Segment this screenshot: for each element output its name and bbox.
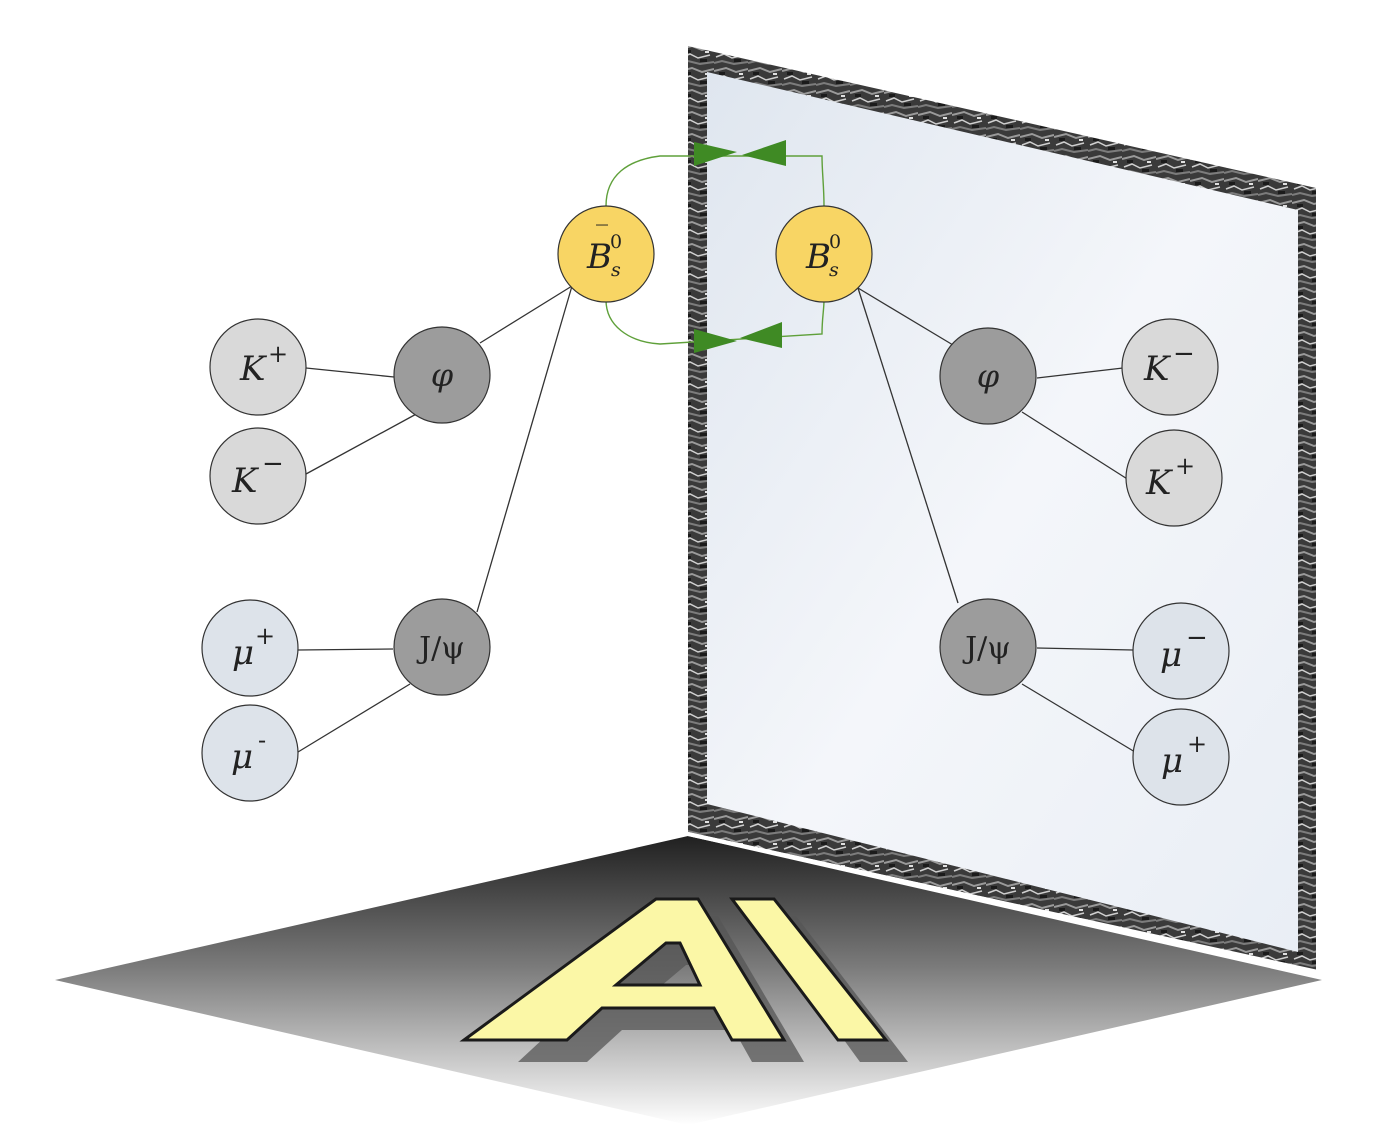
mirror-bottom-edge — [687, 832, 1319, 974]
svg-text:J/ψ: J/ψ — [416, 631, 465, 666]
right-kaon-minus-node: K − — [1121, 318, 1219, 416]
svg-text:μ: μ — [1161, 741, 1183, 781]
right-jpsi-node: J/ψ — [939, 598, 1037, 696]
svg-text:−: − — [1186, 623, 1208, 653]
svg-text:B: B — [586, 237, 612, 277]
svg-text:K: K — [1145, 463, 1174, 503]
svg-text:K: K — [239, 349, 268, 389]
svg-text:μ: μ — [232, 633, 254, 673]
floor-plane — [55, 836, 1322, 1125]
mirror-glass — [707, 72, 1298, 952]
right-kaon-plus-node: K + — [1125, 429, 1223, 527]
left-kaon-minus-node: K − — [209, 427, 307, 525]
svg-text:K: K — [1143, 349, 1172, 389]
svg-text:s: s — [611, 259, 621, 281]
left-muon-plus-node: μ + — [201, 599, 299, 697]
svg-text:φ: φ — [431, 356, 454, 394]
left-muon-minus-node: μ - — [201, 704, 299, 802]
svg-text:B: B — [805, 237, 831, 277]
svg-text:0: 0 — [610, 231, 622, 253]
svg-text:+: + — [268, 340, 288, 368]
left-jpsi-node: J/ψ — [393, 598, 491, 696]
svg-text:J/ψ: J/ψ — [962, 631, 1011, 666]
left-kaon-plus-node: K + — [209, 318, 307, 416]
svg-text:+: + — [1187, 730, 1207, 758]
svg-text:+: + — [255, 622, 275, 650]
svg-text:φ: φ — [977, 357, 1000, 395]
oscillation-arrow-icon — [694, 329, 737, 353]
svg-text:μ: μ — [231, 737, 253, 777]
ai-logo: AI — [459, 897, 908, 1062]
left-phi-node: φ — [393, 326, 491, 424]
left-bs-bar-node: B ‾ 0 s — [557, 205, 655, 303]
oscillation-arrow-icon — [742, 140, 786, 166]
oscillation-arrow-icon — [694, 142, 737, 166]
svg-text:s: s — [829, 259, 839, 281]
svg-text:−: − — [1173, 339, 1195, 369]
oscillation-loops — [605, 140, 825, 353]
right-muon-plus-node: μ + — [1132, 708, 1230, 806]
right-phi-node: φ — [939, 327, 1037, 425]
right-muon-minus-node: μ − — [1132, 602, 1230, 700]
svg-text:-: - — [258, 726, 266, 754]
svg-text:+: + — [1175, 452, 1195, 480]
right-bs-node: B 0 s — [775, 205, 873, 303]
svg-text:‾: ‾ — [596, 221, 608, 249]
svg-text:μ: μ — [1160, 635, 1182, 675]
svg-text:0: 0 — [829, 231, 841, 253]
svg-text:K: K — [231, 461, 260, 501]
decay-edges — [297, 285, 1141, 756]
svg-text:−: − — [262, 449, 284, 479]
oscillation-arrow-icon — [740, 322, 782, 348]
